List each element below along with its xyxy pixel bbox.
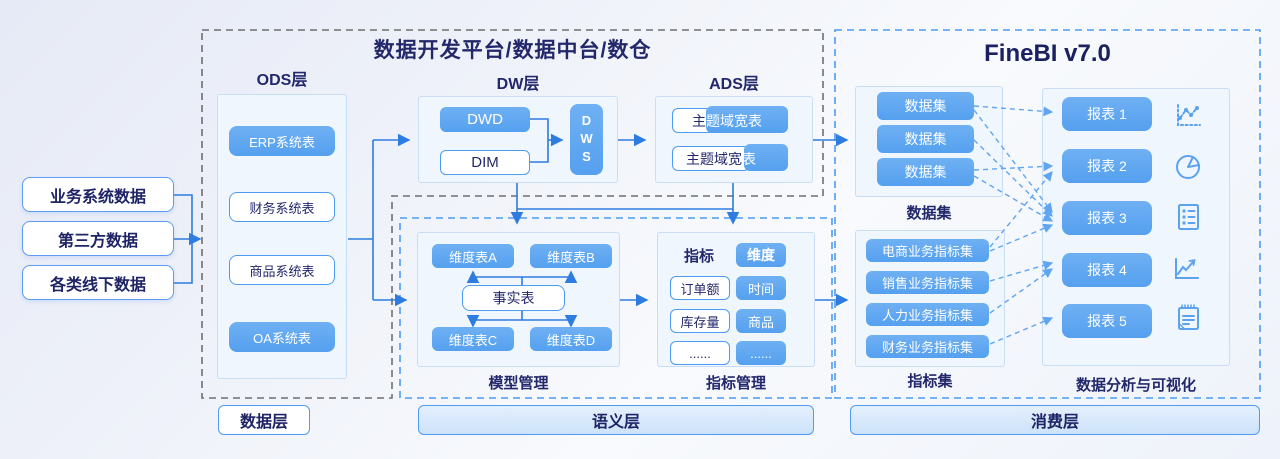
dimension-more: ...... [736, 341, 786, 365]
dot-line-chart-icon [1172, 99, 1204, 136]
report-4: 报表 4 [1062, 253, 1152, 287]
dataset-node: 数据集 [877, 92, 974, 120]
ods-oa-table: OA系统表 [229, 322, 335, 352]
dim-node: DIM [440, 150, 530, 175]
platform-title: 数据开发平台/数据中台/数仓 [373, 39, 652, 62]
dimension-table-b: 维度表B [530, 244, 612, 268]
metrics-management-label: 指标管理 [705, 375, 766, 392]
metric-inventory: 库存量 [670, 309, 730, 333]
metric-set-ecommerce: 电商业务指标集 [866, 239, 989, 262]
pie-chart-icon [1172, 150, 1204, 187]
ads-label-part: 表 [742, 151, 756, 167]
datasets-label: 数据集 [906, 205, 952, 222]
consumption-layer-bar: 消费层 [850, 405, 1260, 435]
data-layer-bar: 数据层 [218, 405, 310, 435]
ods-finance-table: 财务系统表 [229, 192, 335, 222]
dimension-table-d: 维度表D [530, 327, 612, 351]
dataset-node: 数据集 [877, 125, 974, 153]
ads-label-part: 主 [692, 113, 706, 129]
dimension-table-a: 维度表A [432, 244, 514, 268]
ods-erp-table: ERP系统表 [229, 126, 335, 156]
notepad-icon [1172, 302, 1204, 339]
ads-wide-table-2-label: 主题域宽表 [686, 149, 756, 169]
fact-table: 事实表 [462, 285, 565, 311]
trend-chart-icon [1170, 252, 1202, 289]
metric-sets-label: 指标集 [907, 373, 953, 390]
source-third-party: 第三方数据 [22, 221, 174, 256]
dw-layer-title: DW层 [496, 76, 540, 93]
report-1: 报表 1 [1062, 97, 1152, 131]
metric-more: ...... [670, 341, 730, 365]
ads-label-part: 主题域宽 [686, 151, 742, 167]
metric-set-finance: 财务业务指标集 [866, 335, 989, 358]
source-offline-data: 各类线下数据 [22, 265, 174, 300]
list-icon [1172, 201, 1204, 238]
ads-layer-title: ADS层 [709, 76, 759, 93]
dimension-header: 维度 [736, 243, 786, 267]
metric-order-amount: 订单额 [670, 276, 730, 300]
metric-set-sales: 销售业务指标集 [866, 271, 989, 294]
dimension-table-c: 维度表C [432, 327, 514, 351]
model-management-label: 模型管理 [488, 375, 549, 392]
source-business-system: 业务系统数据 [22, 177, 174, 212]
reports-label: 数据分析与可视化 [1075, 377, 1196, 394]
report-2: 报表 2 [1062, 149, 1152, 183]
ads-wide-table-1-label: 主题域宽表 [692, 111, 762, 131]
ods-layer-title: ODS层 [256, 72, 308, 89]
dataset-node: 数据集 [877, 158, 974, 186]
ods-product-table: 商品系统表 [229, 255, 335, 285]
dimension-product: 商品 [736, 309, 786, 333]
dwd-node: DWD [440, 107, 530, 132]
ads-label-part: 题域宽表 [706, 113, 762, 129]
metric-set-hr: 人力业务指标集 [866, 303, 989, 326]
finebi-title: FineBI v7.0 [984, 40, 1111, 67]
semantic-layer-bar: 语义层 [418, 405, 814, 435]
dws-node: DWS [570, 104, 603, 175]
report-5: 报表 5 [1062, 304, 1152, 338]
dimension-time: 时间 [736, 276, 786, 300]
metrics-header: 指标 [683, 247, 714, 265]
report-3: 报表 3 [1062, 201, 1152, 235]
